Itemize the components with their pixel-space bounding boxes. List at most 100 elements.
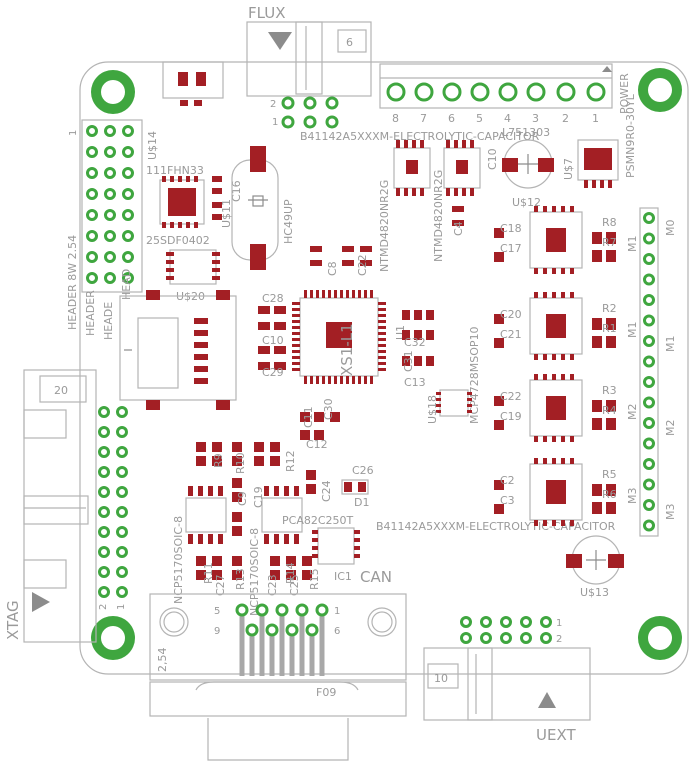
ntmd-a-label: NTMD4820NR2G: [378, 180, 391, 272]
xtag-pad: [116, 546, 128, 558]
u13-label: U$13: [580, 586, 609, 599]
mounting-hole-top-left: [91, 70, 135, 114]
m-header-pad: [643, 458, 655, 470]
motor-driver-pin: [570, 354, 574, 360]
motor-res-pad: [606, 250, 616, 262]
motor-res-label: R7: [602, 236, 617, 249]
motor-driver-pin: [534, 458, 538, 464]
pca-label: PCA82C250T: [282, 514, 354, 527]
flux-pin-2: 2: [270, 99, 276, 110]
m-header-pad: [643, 232, 655, 245]
motor-res-pad: [606, 484, 616, 496]
header-8w: [81, 119, 143, 293]
motor-driver-pin: [543, 458, 547, 464]
motor-cap-pad: [494, 420, 504, 430]
xs1-pin: [316, 376, 319, 384]
xs1-pins: [292, 290, 386, 384]
motor-label: M3: [626, 488, 639, 505]
m-header-pad: [643, 253, 655, 265]
r10-label: R10: [234, 452, 247, 474]
motor-cap-pad: [494, 338, 504, 348]
uext-connector: [423, 647, 591, 721]
xs1-pin: [292, 338, 300, 341]
m-header-label: M2: [664, 420, 677, 437]
xs1-pin: [304, 290, 307, 298]
xs1-pin: [378, 332, 386, 335]
r14-label: R14: [284, 562, 297, 584]
motor-driver-pin: [534, 374, 538, 380]
flux-label: FLUX: [248, 4, 286, 22]
c32-label: C32: [404, 336, 426, 349]
mid-caps: [300, 412, 340, 440]
motor-driver-pin: [534, 520, 538, 526]
xs1-pin: [334, 376, 337, 384]
xs1-pin: [370, 376, 373, 384]
motor-driver-pad: [546, 228, 566, 252]
u20-footprint: [166, 249, 220, 285]
motor-driver-pin: [552, 374, 556, 380]
xs1-pin: [310, 376, 313, 384]
m-header-label: M3: [664, 504, 677, 521]
xs1-pin: [328, 290, 331, 298]
c12-label: C12: [306, 438, 328, 451]
motor-cap-pad: [494, 314, 504, 324]
c26-label: C26: [352, 464, 374, 477]
u7-label: U$7: [562, 158, 575, 180]
c25-label: C25: [288, 574, 301, 596]
power-pin-6: 6: [448, 112, 455, 125]
xs1-pin: [346, 376, 349, 384]
power-label: POWER: [618, 73, 631, 114]
motor-res-label: R5: [602, 468, 617, 481]
c11-label: C11: [302, 406, 315, 428]
flux-pin-count: 6: [346, 36, 353, 49]
motor-driver-pin: [561, 206, 565, 212]
xtag-pad: [98, 426, 110, 438]
power-pin-1: 1: [592, 112, 599, 125]
xs1-pin: [378, 356, 386, 359]
r-cluster-top: [196, 442, 280, 466]
header-label-3: HEADE: [102, 302, 115, 340]
motor-driver-pin: [552, 206, 556, 212]
power-pin-numbers: 8 7 6 5 4 3 2 1: [392, 112, 599, 125]
uext-label: UEXT: [536, 726, 576, 744]
xs1-pin: [370, 290, 373, 298]
c29-label: C29: [262, 366, 284, 379]
motor-driver-pin: [561, 458, 565, 464]
c23-label: C23: [266, 574, 279, 596]
header-pin-1: 1: [68, 130, 79, 136]
xtag-pad: [116, 586, 128, 598]
m-header: [639, 207, 659, 537]
mcp-chip: [436, 389, 472, 417]
m-header-label: M0: [664, 220, 677, 237]
crystal-hc49up: [231, 146, 279, 270]
xs1-pin: [378, 350, 386, 353]
xs1-pin: [292, 326, 300, 329]
motor-res-pad: [592, 250, 602, 262]
xs1-pin: [292, 368, 300, 371]
cap2-label: B41142A5XXXM-ELECTROLYTIC-CAPACITOR: [376, 520, 616, 533]
m-header-pad: [643, 417, 655, 429]
motor-driver-pin: [543, 292, 547, 298]
motor-driver-pin: [570, 458, 574, 464]
ntmd-chip-b: [443, 140, 481, 196]
can-db9-pads: [235, 603, 329, 637]
xtag-pad: [98, 406, 110, 418]
xtag-pad: [116, 426, 128, 438]
xs1-pin: [352, 290, 355, 298]
motor-res-pad: [592, 484, 602, 496]
xs1-pin: [378, 308, 386, 311]
power-pin-8: 8: [392, 112, 399, 125]
mounting-hole-bottom-right: [638, 616, 682, 660]
ftdi-chip: [159, 176, 205, 228]
c28-label: C28: [262, 292, 284, 305]
xtag-pad: [98, 546, 110, 558]
xs1-pin: [378, 362, 386, 365]
header-pads: [86, 125, 134, 284]
c13-label: C13: [404, 376, 426, 389]
xtag-pad: [98, 526, 110, 538]
d1-diode: [341, 479, 369, 495]
xs1-pin: [310, 290, 313, 298]
xs1-pin: [304, 376, 307, 384]
xtag-pad: [116, 486, 128, 498]
